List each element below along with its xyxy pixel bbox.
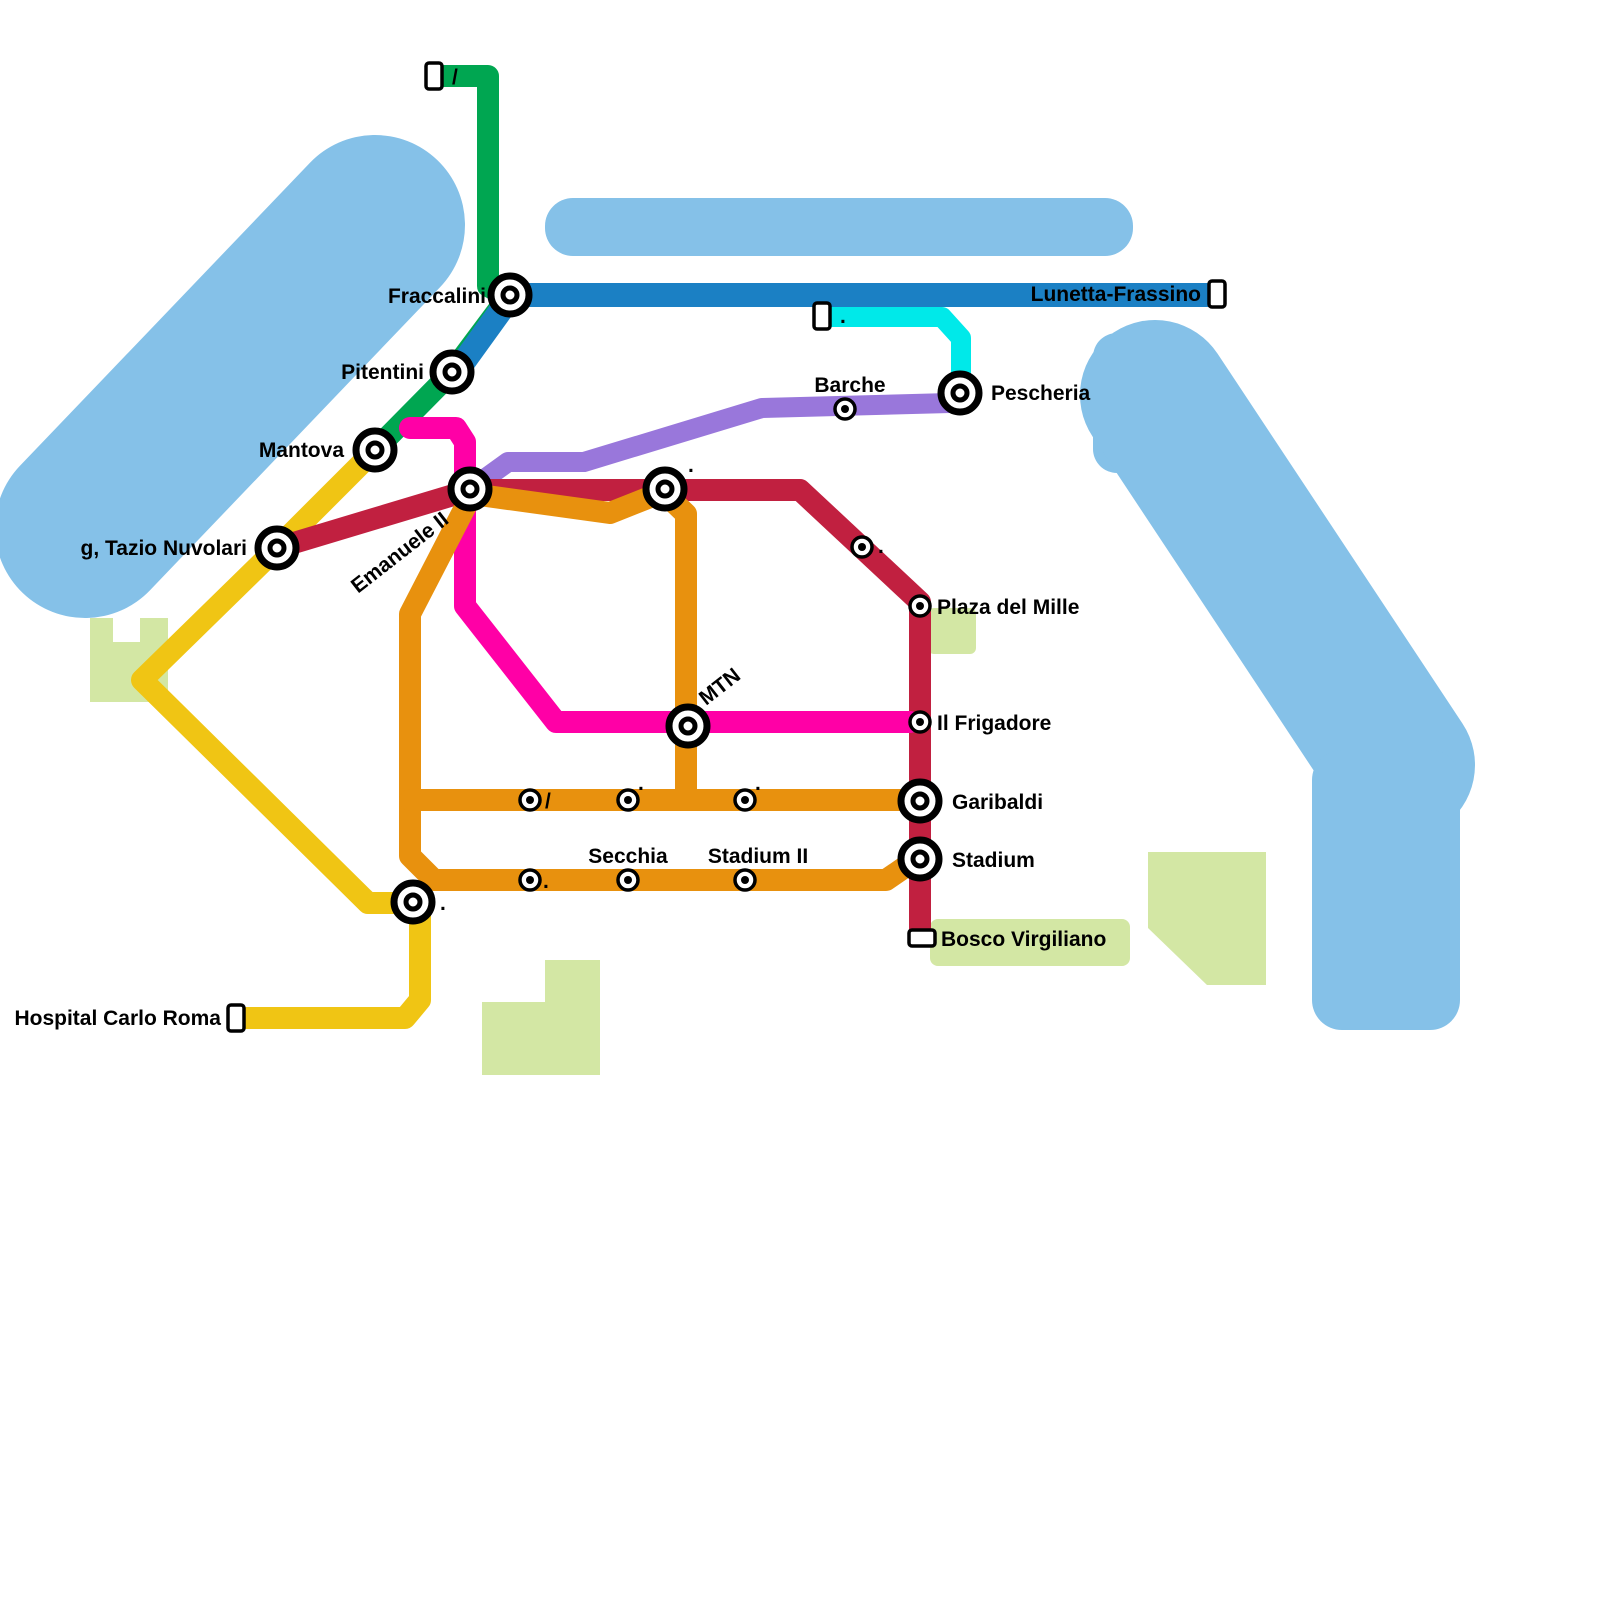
label-plaza-del-mille: Plaza del Mille: [937, 596, 1079, 619]
label-southwest-junction: .: [440, 892, 446, 915]
terminus-cyan-terminus: [812, 301, 832, 331]
water-area-1: [545, 198, 1133, 256]
label-west-stop: /: [545, 790, 551, 813]
label-barche: Barche: [814, 374, 885, 397]
label-mid-stop-2: .: [755, 772, 761, 795]
line-orange-central: [652, 481, 697, 811]
station-core-pescheria: [950, 383, 970, 403]
terminus-hospital-carlo-roma: [226, 1003, 246, 1033]
label-stadium-ii: Stadium II: [708, 845, 808, 868]
station-core-barche: [841, 405, 849, 413]
station-core-stadium-ii: [741, 876, 749, 884]
label-lunetta-frassino: Lunetta-Frassino: [1031, 283, 1201, 306]
station-core-west-stop: [526, 796, 534, 804]
station-core-mtn: [678, 716, 698, 736]
label-tazio-nuvolari: g, Tazio Nuvolari: [81, 537, 247, 560]
water-area-0: [0, 135, 465, 618]
park-area-3: [482, 960, 600, 1075]
station-core-mid-stop-1: [624, 796, 632, 804]
station-core-central-junction: [655, 479, 675, 499]
station-core-emanuele-ii: [460, 479, 480, 499]
terminus-lunetta-frassino: [1207, 279, 1227, 309]
line-orange-loop: [399, 483, 929, 891]
terminus-green-terminus: [424, 61, 444, 91]
park-area-1: [928, 608, 976, 654]
station-core-pitentini: [442, 362, 462, 382]
line-cyan: [820, 307, 971, 400]
station-core-garibaldi: [910, 791, 930, 811]
label-hospital-carlo-roma: Hospital Carlo Roma: [14, 1007, 221, 1030]
label-bosco-virgiliano: Bosco Virgiliano: [941, 928, 1106, 951]
label-mtn: MTN: [695, 664, 745, 710]
station-core-mid-stop-2: [741, 796, 749, 804]
terminus-bosco-virgiliano: [907, 928, 937, 948]
label-south-stop: .: [543, 870, 549, 893]
station-core-secchia: [624, 876, 632, 884]
label-mantova: Mantova: [259, 439, 345, 462]
station-core-south-stop: [526, 876, 534, 884]
label-mille-approach: .: [878, 535, 884, 558]
station-core-southwest-junction: [403, 892, 423, 912]
line-purple: [462, 393, 960, 498]
label-garibaldi: Garibaldi: [952, 791, 1043, 814]
label-stadium: Stadium: [952, 849, 1035, 872]
station-core-mille-approach: [858, 543, 866, 551]
station-core-tazio-nuvolari: [267, 538, 287, 558]
label-il-frigadore: Il Frigadore: [937, 712, 1051, 735]
label-pitentini: Pitentini: [341, 361, 424, 384]
label-cyan-terminus: .: [840, 305, 846, 328]
label-green-terminus: /: [452, 66, 458, 89]
park-area-2: [1148, 852, 1266, 985]
label-secchia: Secchia: [588, 845, 668, 868]
station-core-fraccalini: [500, 285, 520, 305]
station-core-il-frigadore: [916, 718, 924, 726]
label-pescheria: Pescheria: [991, 382, 1091, 405]
station-core-plaza-del-mille: [916, 602, 924, 610]
label-central-junction: .: [688, 454, 694, 477]
station-core-stadium: [910, 849, 930, 869]
water-area-3: [1080, 320, 1475, 840]
label-fraccalini: Fraccalini: [388, 285, 486, 308]
water-area-4: [1312, 750, 1460, 1030]
station-core-mantova: [365, 440, 385, 460]
park-area-4: [930, 919, 1130, 966]
label-mid-stop-1: .: [638, 772, 644, 795]
